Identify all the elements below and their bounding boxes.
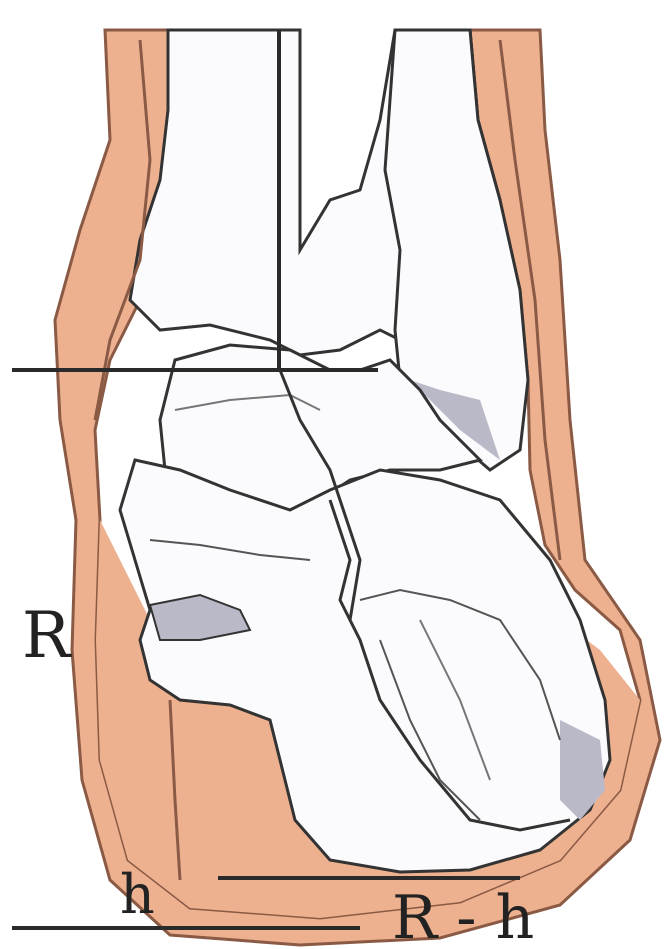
label-h: h [120, 868, 155, 922]
label-r: R [22, 604, 70, 668]
label-r-minus-h: R - h [392, 888, 534, 948]
